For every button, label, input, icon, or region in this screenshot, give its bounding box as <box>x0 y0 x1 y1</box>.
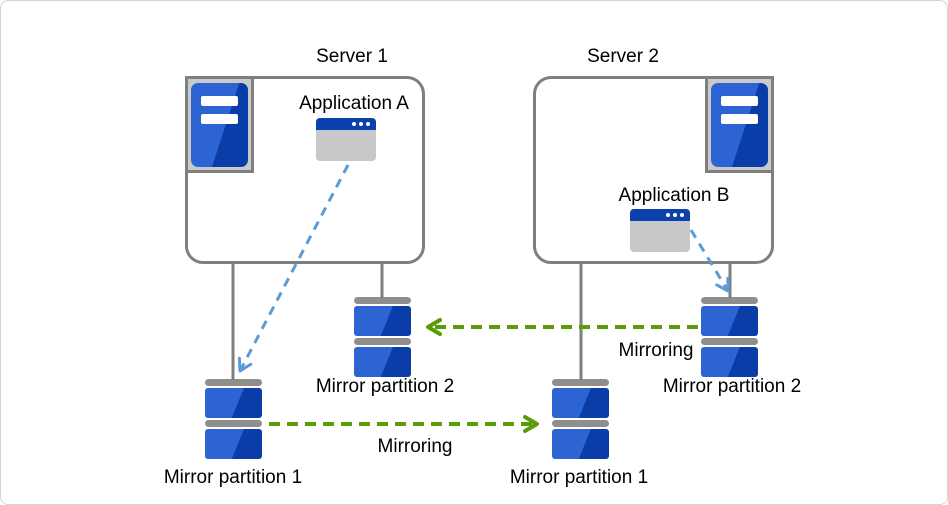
server-tower-glyph <box>711 82 768 167</box>
application-a-window-icon <box>316 118 376 161</box>
server1-tower-icon <box>185 76 254 173</box>
application-b-window-icon <box>630 209 690 252</box>
server2-mirror-partition2-label: Mirror partition 2 <box>662 376 802 397</box>
tower-slot-bar <box>721 95 758 106</box>
tower-slot-bar <box>201 113 238 124</box>
window-buttons-icon <box>666 213 684 217</box>
window-titlebar <box>630 209 690 221</box>
server2-mirror-partition1-label: Mirror partition 1 <box>509 467 649 488</box>
window-buttons-icon <box>352 122 370 126</box>
server1-mirror-partition1-icon <box>205 379 262 459</box>
server2-title: Server 2 <box>587 46 659 67</box>
server1-mirror-partition2-icon <box>354 297 411 377</box>
server2-tower-icon <box>705 76 774 173</box>
mirroring-label-top: Mirroring <box>618 340 694 361</box>
server1-mirror-partition2-label: Mirror partition 2 <box>315 376 455 397</box>
application-a-label: Application A <box>299 93 409 114</box>
application-b-label: Application B <box>618 185 730 206</box>
server1-mirror-partition1-label: Mirror partition 1 <box>163 467 303 488</box>
tower-slot-bar <box>721 113 758 124</box>
server2-mirror-partition2-icon <box>701 297 758 377</box>
server1-title: Server 1 <box>316 46 388 67</box>
server-tower-glyph <box>191 82 248 167</box>
window-titlebar <box>316 118 376 130</box>
tower-slot-bar <box>201 95 238 106</box>
server2-mirror-partition1-icon <box>552 379 609 459</box>
mirroring-label-bottom: Mirroring <box>377 436 453 457</box>
